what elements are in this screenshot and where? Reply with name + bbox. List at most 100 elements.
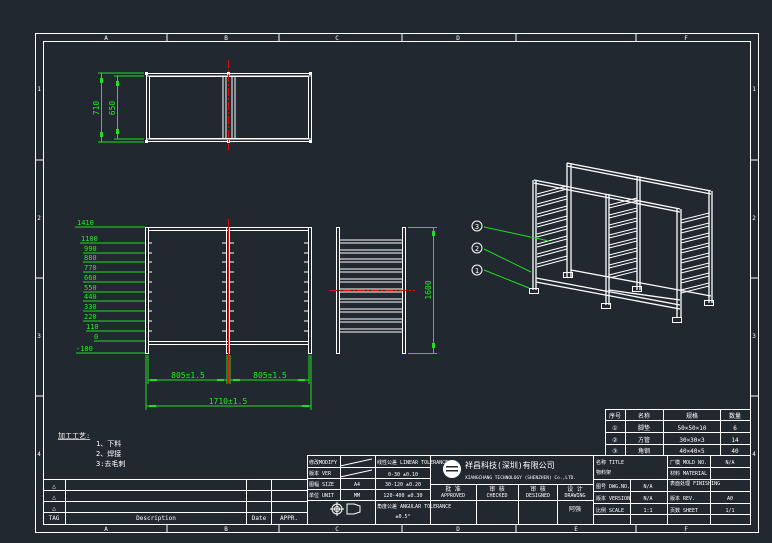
tb-rev-value: A0 [727,496,733,502]
tb-tolerance-1: 0-30 ±0.10 [388,472,418,478]
height-level-lines [75,226,145,354]
tb-dwg-no-value: N/A [643,484,652,490]
dim-top-outer: 710 [92,101,101,116]
level-550: 550 [84,284,97,292]
top-view: 710 650 [92,60,312,150]
tb-angle-tol-label: 角度公差 ANGULAR TOLERANCE [377,503,451,510]
zone-label-left-2: 2 [37,215,41,222]
level-660: 660 [84,274,97,282]
bom-header-no: 序号 [609,412,621,420]
rev-footer-description: Description [136,515,176,522]
tb-title-label: 名称 TITLE [596,459,624,466]
process-step-3: 3:去毛刺 [96,459,125,468]
zone-label-top-f: F [684,35,688,42]
tb-size-label: 图幅 SIZE [309,481,334,488]
tb-company-cn: 祥昌科技(深圳)有限公司 [465,460,555,470]
tb-sheet-label: 页数 SHEET [670,507,698,514]
process-step-2: 2、焊接 [96,449,121,458]
zone-label-right-4: 4 [752,451,756,458]
tb-title-value: 物料架 [596,469,611,476]
dim-side-height: 1600 [424,280,433,299]
bom-row-1-spec: 50×50×10 [678,425,707,432]
bom-row-2-qty: 14 [731,437,739,444]
level-880: 880 [84,254,97,262]
tb-designed-cn: 审 核 [530,485,546,493]
bom-text: 序号 名称 规格 数量 ① 脚垫 50×50×10 6 ② 方管 30×30×3… [609,412,741,455]
tb-angle-tol-value: ±0.5° [395,514,410,520]
level-220: 220 [84,313,97,321]
zone-label-bottom-d: D [456,526,460,533]
side-view: 1600 [329,227,437,354]
level-minus-180: -180 [76,345,93,353]
bom-row-2-name: 方管 [638,436,650,444]
tb-drawing-cn: 设 计 [567,485,583,493]
tb-approved-en: APPROVED [441,493,465,499]
tb-scale-label: 比例 SCALE [596,507,624,514]
bom-row-3-spec: 40×40×5 [679,448,705,455]
tb-drawer-name: 阿强 [569,505,581,513]
balloon-1: 1 [475,267,479,275]
tb-size-value: A4 [354,482,360,488]
tb-dwg-no-label: 图号 DWG.NO. [596,484,630,490]
bom-row-2-no: ② [612,437,617,444]
level-990: 990 [84,245,97,253]
tb-designed-en: DESIGNED [526,493,550,499]
zone-label-bottom-f: F [684,526,688,533]
level-770: 770 [84,264,97,272]
zone-label-left-4: 4 [37,451,41,458]
tb-version-value: N/A [643,496,652,502]
dim-total-width: 1710±1.5 [209,397,248,406]
front-view: 1410 1100 990 880 770 660 550 440 330 22… [75,219,312,410]
zone-labels: A B C D F A B C D E F 1 2 3 4 1 2 3 4 [37,35,756,533]
process-notes: 加工工艺: 1、下料 2、焊接 3:去毛刺 [58,431,125,468]
level-1410: 1410 [77,219,94,227]
rev-tag-1: △ [52,483,56,490]
tb-checked-cn: 审 核 [489,485,505,493]
dim-top-inner: 650 [108,101,117,116]
level-1100: 1100 [81,235,98,243]
sheet-frame [35,33,759,533]
revision-labels: △ △ △ TAG Description Date APPR. [49,483,298,522]
title-block-lines [307,455,750,524]
zone-label-left-3: 3 [37,333,41,340]
tb-approved-cn: 批 准 [445,485,461,493]
tb-modify-label: 修改MODIFY [309,459,337,466]
projection-symbol [330,502,361,516]
revision-block [43,455,308,524]
bom-row-1-no: ① [612,425,617,432]
rev-footer-appr: APPR. [280,515,298,522]
tb-tolerance-2: 30-120 ±0.20 [385,482,421,488]
tb-tolerance-label: 线性公差 LINEAR TOLERANCE [377,459,448,466]
zone-label-top-a: A [104,35,108,42]
height-level-labels: 1410 1100 990 880 770 660 550 440 330 22… [76,219,99,353]
tb-unit-value: MM [354,493,360,499]
zone-label-left-1: 1 [37,86,41,93]
tb-mold-label: 厂模 MOLD NO. [670,459,707,466]
level-110: 110 [86,323,99,331]
zone-label-bottom-c: C [335,526,339,533]
bom-row-3-name: 角钢 [638,447,650,455]
zone-label-right-1: 1 [752,86,756,93]
zone-label-bottom-b: B [224,526,228,533]
bom-header-qty: 数量 [729,412,741,420]
zone-label-right-3: 3 [752,333,756,340]
tb-unit-label: 单位 UNIT [309,492,334,499]
shelf-ticks [148,242,308,332]
tb-version-label: 版本 VERSION [596,495,630,502]
tb-material-label: 材料 MATERIAL [670,470,707,477]
level-440: 440 [84,293,97,301]
tb-ver-label: 版本 VER [309,470,332,477]
level-0: 0 [94,333,98,341]
dim-left-bay: 805±1.5 [171,371,205,380]
tb-mold-value: N/A [725,460,734,466]
tb-scale-value: 1:1 [643,508,652,514]
tb-company-en: XIANGCHANG TECHNOLOGY (SHENZHEN) Co.,LTD… [465,475,576,481]
zone-label-bottom-a: A [104,526,108,533]
zone-label-top-c: C [335,35,339,42]
zone-label-right-2: 2 [752,215,756,222]
tb-sheet-value: 1/1 [725,508,734,514]
process-notes-title: 加工工艺: [58,431,90,440]
level-330: 330 [84,303,97,311]
bom-row-3-no: ③ [612,448,617,455]
